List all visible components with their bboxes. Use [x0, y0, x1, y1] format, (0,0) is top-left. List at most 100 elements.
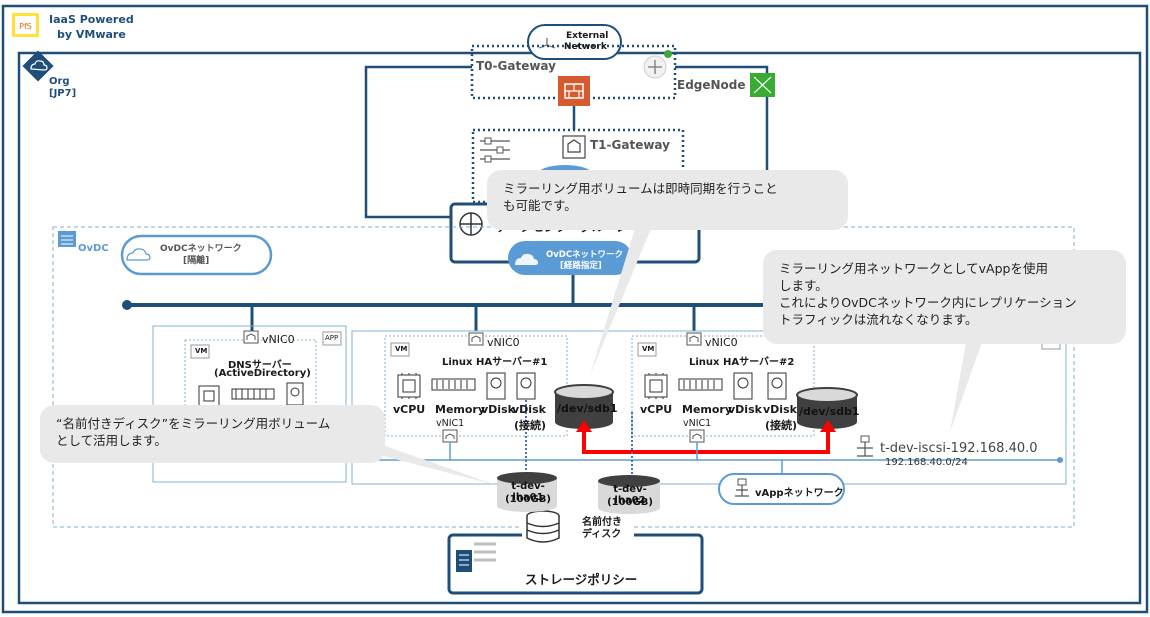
mirror-replication-line	[582, 428, 830, 454]
callout-network-line4: トラフィックは流れなくなります。	[779, 312, 978, 327]
ha1-vnic1-label: vNIC1	[436, 418, 465, 429]
vdisk-icon-ha1	[486, 372, 506, 400]
iscsi-network-cidr: 192.168.40.0/24	[885, 457, 968, 468]
callout-disk-line2: として活用します。	[56, 433, 167, 448]
vm-badge-dns-text: VM	[195, 347, 208, 355]
vm-badge-ha2	[637, 342, 657, 357]
ha1-vdisk2-label: vDisk	[512, 403, 546, 416]
vnic0-icon-dns	[243, 330, 259, 344]
disk-icon-dns	[286, 382, 304, 406]
iscsi-network-name: t-dev-iscsi-192.168.40.0	[880, 441, 1038, 456]
callout-mirror-volume-sync: ミラーリング用ボリュームは即時同期を行うこと も可能です。	[487, 170, 848, 230]
callout-pointer-sync	[590, 212, 658, 375]
ha1-memory-label: Memory	[435, 403, 486, 416]
ha1-device-label: /dev/sdb1	[557, 402, 618, 415]
routed-network-line2: [経路指定]	[560, 261, 602, 271]
iscsi-endpoint	[1057, 457, 1063, 463]
external-network-line2: Network	[564, 42, 607, 52]
edge-node-icon	[750, 73, 775, 97]
ovdc-icon	[58, 231, 76, 247]
ovdc-title: OvDC	[78, 243, 109, 254]
named-disk-1-size: (100GB)	[505, 494, 551, 505]
named-disk-caption-2: ディスク	[582, 529, 622, 540]
t1-gateway-label: T1-Gateway	[590, 138, 670, 152]
vm-badge-dns	[190, 344, 210, 359]
t0-loop-line	[364, 65, 472, 219]
named-disk-cylinder-1	[497, 472, 557, 512]
vnic0-icon-ha1	[468, 332, 484, 346]
ha1-vdisk-label: vDisk	[481, 403, 515, 416]
named-disk-2-name: t-dev-lha02	[613, 484, 647, 506]
iscsi-network-icon	[857, 435, 873, 457]
vnic1-icon-ha2	[689, 429, 705, 443]
vm-ha2-box	[631, 335, 815, 437]
t0-gateway-label: T0-Gateway	[476, 59, 556, 73]
vdisk-icon-ha2	[733, 372, 753, 400]
mirror-arrow-right	[820, 420, 836, 432]
memory-icon-ha2	[678, 378, 723, 391]
ovdc-isolated-network	[120, 234, 273, 276]
ha1-title: Linux HAサーバー#1	[442, 357, 548, 368]
org-region: [JP7]	[49, 88, 77, 99]
callout-disk-line1: “名前付きディスク”をミラーリング用ボリューム	[56, 416, 331, 431]
outer-frame	[1, 4, 1149, 614]
org-title: Org	[49, 76, 70, 87]
ha2-vnic0-label: vNIC0	[705, 336, 738, 349]
dns-server-title: DNSサーバー	[228, 360, 292, 371]
ha1-vnic0-label: vNIC0	[487, 336, 520, 349]
vnic0-icon-ha2	[686, 332, 702, 346]
callout-named-disk-usage: “名前付きディスク”をミラーリング用ボリューム として活用します。	[40, 405, 385, 463]
vdisk-attached-icon-ha2	[767, 372, 787, 400]
callout-network-line2: します。	[779, 278, 828, 293]
memory-icon-ha1	[431, 378, 476, 391]
vm-badge-ha2-text: VM	[642, 345, 655, 353]
ha2-title: Linux HAサーバー#2	[689, 357, 795, 368]
named-disk-cylinder-2	[598, 475, 660, 514]
mirror-arrow-left	[576, 420, 592, 432]
vdisk-attached-icon-ha1	[516, 372, 536, 400]
storage-server-icon	[456, 542, 496, 572]
brand-line-2: by VMware	[57, 28, 126, 41]
vm-badge-ha1	[390, 342, 410, 357]
dns-vnic0-label: vNIC0	[262, 333, 295, 346]
isolated-network-line1: OvDCネットワーク	[160, 244, 242, 254]
brand-line-1: IaaS Powered	[49, 13, 134, 26]
bus-endpoint	[122, 300, 132, 310]
cpu-icon-ha1	[397, 373, 421, 399]
named-disk-caption-1: 名前付き	[582, 517, 622, 528]
callout-network-line1: ミラーリング用ネットワークとしてvAppを使用	[779, 261, 1048, 276]
svg-text:PfS: PfS	[19, 22, 32, 31]
named-disk-2-size: (100GB)	[607, 497, 653, 508]
routed-network-line1: OvDCネットワーク	[546, 250, 624, 260]
isolated-network-line2: [隔離]	[183, 256, 210, 266]
storage-policy-label: ストレージポリシー	[525, 572, 638, 587]
ha2-vdisk-label: vDisk	[728, 403, 762, 416]
ovdc-routed-network	[508, 241, 632, 275]
callout-sync-line1: ミラーリング用ボリュームは即時同期を行うこと	[503, 181, 778, 196]
vapp-network-pill	[718, 473, 845, 505]
vm-badge-ha1-text: VM	[395, 345, 408, 353]
callout-sync-line2: も可能です。	[503, 198, 577, 213]
router-icon	[643, 50, 672, 79]
vapp-dns-box	[152, 325, 347, 483]
ha2-cpu-label: vCPU	[640, 403, 673, 416]
memory-icon-dns	[231, 388, 275, 400]
dns-server-subtitle: (ActiveDirectory)	[214, 368, 311, 379]
ha2-device-label: /dev/sdb1	[799, 405, 860, 418]
ha2-memory-label: Memory	[682, 403, 733, 416]
cpu-icon-dns	[198, 385, 220, 407]
storage-stack-icon	[526, 510, 560, 543]
app-badge-dns	[322, 331, 342, 346]
ovdc-area	[52, 226, 1075, 528]
cpu-icon-ha2	[644, 373, 668, 399]
callout-network-line3: これによりOvDCネットワーク内にレプリケーション	[779, 295, 1077, 310]
callout-mirror-network: ミラーリング用ネットワークとしてvAppを使用 します。 これによりOvDCネッ…	[763, 250, 1126, 344]
pfs-logo: PfS	[12, 13, 39, 37]
ha2-vdisk2-label: vDisk	[763, 403, 797, 416]
t1-router-icon	[562, 135, 586, 159]
callout-pointer-network	[950, 320, 990, 432]
ha1-vdisk2-sub: (接続)	[514, 419, 547, 432]
device-cylinder-ha1	[554, 384, 614, 429]
ha2-vdisk2-sub: (接続)	[765, 419, 798, 432]
load-balancer-icon	[480, 137, 510, 163]
